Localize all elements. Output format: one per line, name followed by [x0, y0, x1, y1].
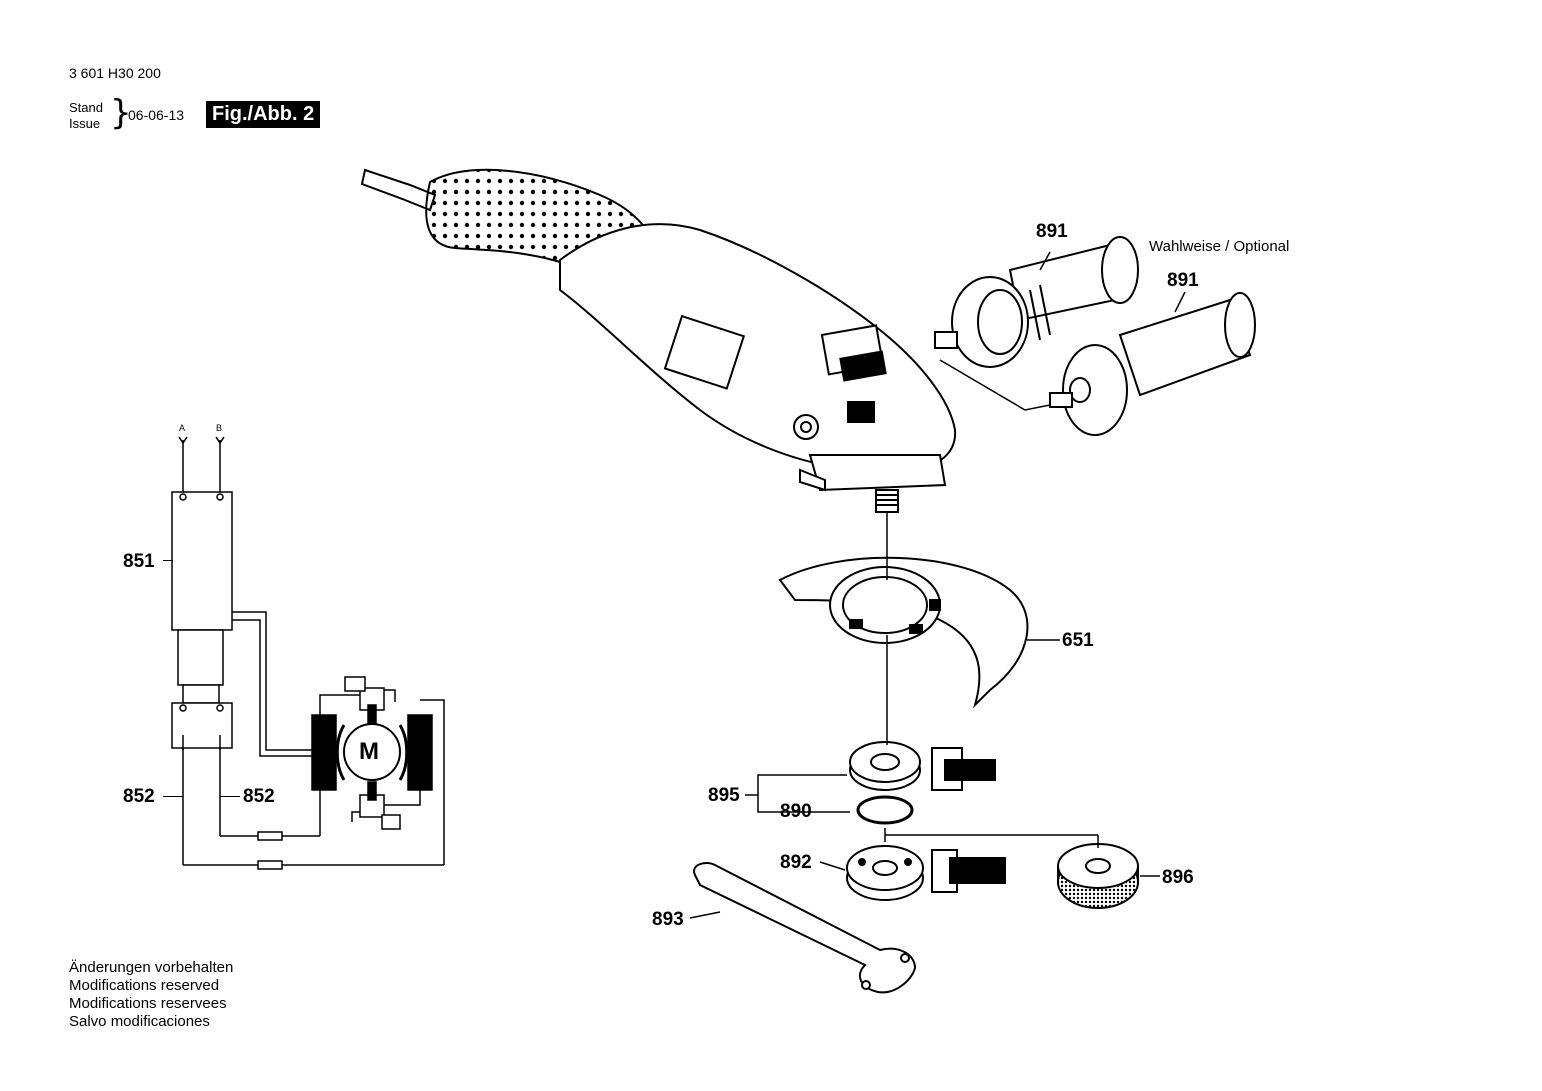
footer-note-de: Änderungen vorbehalten	[69, 959, 234, 976]
callout-852-right: 852	[243, 786, 275, 807]
callout-896: 896	[1162, 867, 1194, 888]
callout-852-left: 852	[123, 786, 155, 807]
auxiliary-handle-standard	[934, 236, 1139, 368]
auxiliary-handle-optional	[1049, 292, 1256, 436]
callout-892: 892	[780, 852, 812, 873]
optional-note: Wahlweise / Optional	[1149, 238, 1290, 255]
two-pin-spanner	[693, 862, 917, 994]
callout-851: 851	[123, 551, 155, 572]
callout-890: 890	[780, 801, 812, 822]
o-ring	[856, 795, 914, 825]
motor-label: M	[359, 738, 379, 765]
callout-895: 895	[708, 785, 740, 806]
angle-grinder-body	[360, 168, 957, 513]
leader-852-left	[163, 796, 183, 797]
mounting-flange	[849, 741, 996, 791]
footer-note-fr: Modifications reservees	[69, 995, 227, 1012]
footer-note-es: Salvo modificaciones	[69, 1013, 210, 1030]
issue-date: 06-06-13	[128, 107, 185, 123]
callout-651: 651	[1062, 630, 1094, 651]
brace-icon: }	[110, 93, 132, 133]
clamping-nut	[846, 845, 1006, 901]
stand-label: Stand	[69, 100, 103, 115]
quick-clamping-nut	[1057, 843, 1139, 909]
figure-label: Fig./Abb. 2	[206, 101, 321, 128]
terminal-b-label: B	[216, 423, 223, 433]
callout-891-optional: 891	[1167, 270, 1199, 291]
leader-852-right	[220, 796, 240, 797]
wheel-guard	[778, 556, 1029, 709]
issue-label: Issue	[69, 116, 101, 131]
document-number: 3 601 H30 200	[69, 65, 161, 81]
callout-893: 893	[652, 909, 684, 930]
leader-851	[163, 560, 173, 561]
terminal-a-label: A	[179, 423, 186, 433]
callout-891-standard: 891	[1036, 221, 1068, 242]
footer-note-en: Modifications reserved	[69, 977, 220, 994]
wiring-diagram	[171, 436, 445, 870]
assembly-axis-lines	[689, 251, 1186, 919]
